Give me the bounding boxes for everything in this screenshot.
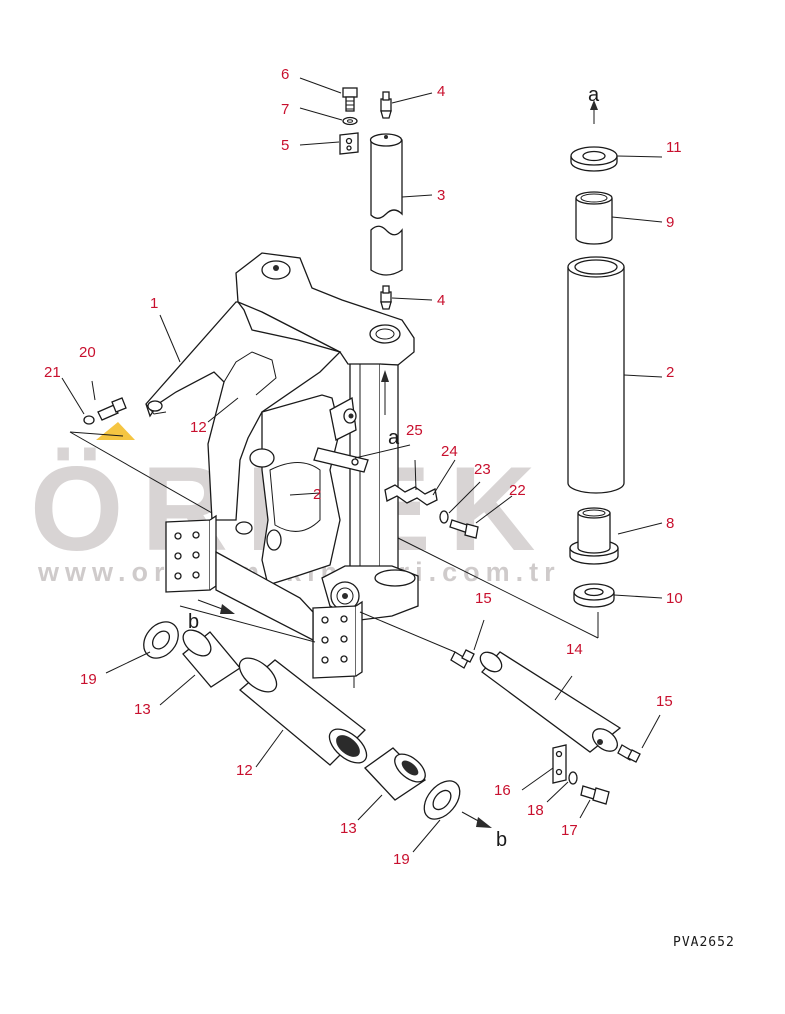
pin-14 xyxy=(479,651,622,753)
view-arrow-a-column xyxy=(381,370,389,415)
callout-12-frame: 12 xyxy=(190,419,207,436)
callout-21: 21 xyxy=(44,364,61,381)
view-letter-b-right: b xyxy=(496,829,507,851)
callout-24: 24 xyxy=(441,443,458,460)
bolt-17 xyxy=(580,785,610,805)
grease-nipple-4-bottom xyxy=(380,285,392,310)
bushing-13-left xyxy=(182,629,241,688)
shim-24 xyxy=(384,484,438,506)
callout-19-right: 19 xyxy=(393,851,410,868)
callout-11: 11 xyxy=(666,139,682,156)
flanged-bushing-8 xyxy=(569,507,619,565)
grease-nipple-15-right xyxy=(617,744,641,763)
callout-12-bottom: 12 xyxy=(236,762,253,779)
callout-16: 16 xyxy=(494,782,511,799)
view-letter-a-top: a xyxy=(588,84,600,106)
washer-21 xyxy=(83,415,95,425)
callout-19-left: 19 xyxy=(80,671,97,688)
callout-18: 18 xyxy=(527,802,544,819)
leader-lines xyxy=(61,77,663,853)
callout-14: 14 xyxy=(566,641,583,658)
callout-13-right: 13 xyxy=(340,820,357,837)
washer-7 xyxy=(342,116,358,126)
washer-23 xyxy=(439,510,449,524)
view-arrow-b-right xyxy=(461,811,492,828)
callout-15-center: 15 xyxy=(475,590,492,607)
plate-25 xyxy=(313,447,369,473)
callout-25: 25 xyxy=(406,422,423,439)
callout-3: 3 xyxy=(437,187,445,204)
callout-1: 1 xyxy=(150,295,158,312)
callout-15-right: 15 xyxy=(656,693,673,710)
callout-22: 22 xyxy=(509,482,526,499)
callout-23: 23 xyxy=(474,461,491,478)
thrust-washer-19-left xyxy=(143,621,179,659)
lock-plate-16 xyxy=(552,744,567,784)
thrust-washer-11 xyxy=(570,146,618,172)
lock-plate-5 xyxy=(339,132,359,155)
callout-4-bottom: 4 xyxy=(437,292,445,309)
callout-6: 6 xyxy=(281,66,289,83)
washer-18 xyxy=(568,771,578,785)
thrust-washer-19-right xyxy=(423,780,461,820)
thrust-washer-10 xyxy=(573,583,615,608)
watermark-logo-mark xyxy=(96,422,135,440)
callout-17: 17 xyxy=(561,822,578,839)
view-letter-a-column: a xyxy=(388,427,400,449)
part-1-frame xyxy=(145,252,419,688)
view-arrow-b-left xyxy=(197,599,235,614)
grease-nipple-15-center xyxy=(450,649,475,669)
callout-2-frame: 2 xyxy=(313,486,321,503)
bolt-20 xyxy=(97,397,127,421)
callout-20: 20 xyxy=(79,344,96,361)
tube-12 xyxy=(238,657,368,766)
callout-10: 10 xyxy=(666,590,683,607)
grease-nipple-4-top xyxy=(380,91,392,119)
callout-13-left: 13 xyxy=(134,701,151,718)
bushing-9 xyxy=(575,191,613,245)
view-letter-b-left: b xyxy=(188,611,199,633)
view-arrow-a-top xyxy=(590,100,598,124)
bolt-22 xyxy=(449,519,479,539)
bushing-13-right xyxy=(364,747,427,801)
tube-2 xyxy=(567,256,625,494)
part-3-upper-pin xyxy=(369,133,403,276)
callout-4-top: 4 xyxy=(437,83,445,100)
callout-5: 5 xyxy=(281,137,289,154)
bolt-6 xyxy=(342,87,358,112)
callout-7: 7 xyxy=(281,101,289,118)
callout-2-right: 2 xyxy=(666,364,674,381)
drawing-code: PVA2652 xyxy=(673,935,735,950)
callout-9: 9 xyxy=(666,214,674,231)
callout-labels: 1 2 2 3 4 4 5 6 7 8 9 10 11 12 12 13 13 … xyxy=(44,66,683,868)
callout-8: 8 xyxy=(666,515,674,532)
